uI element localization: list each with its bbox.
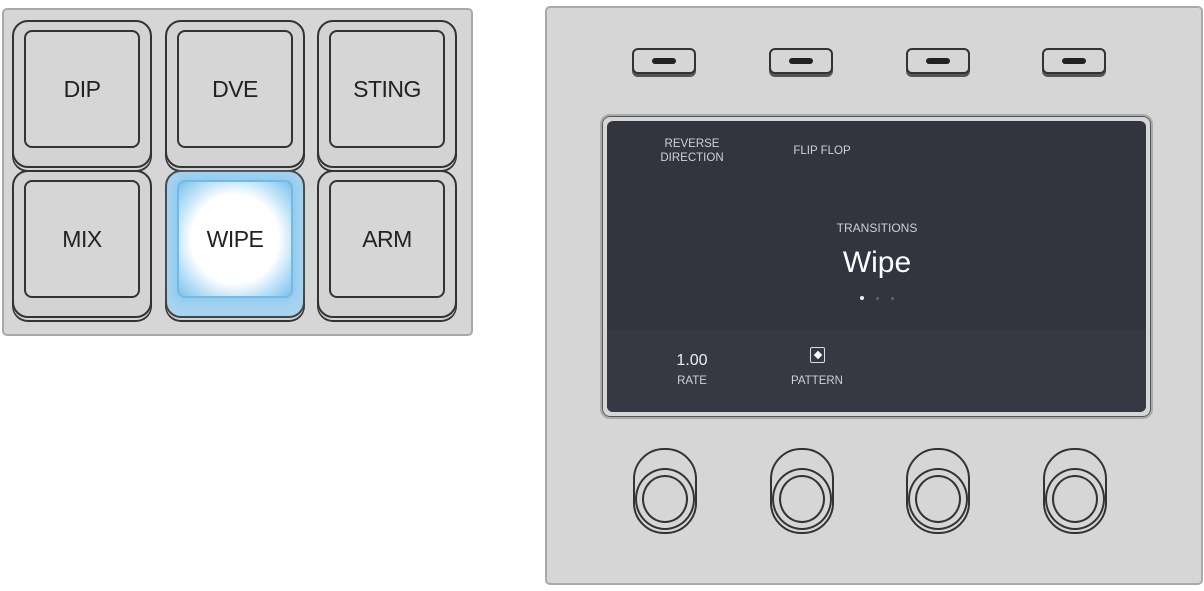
soft-button-2[interactable] xyxy=(769,48,833,74)
key-label: DVE xyxy=(177,30,293,148)
flip-flop-label: FLIP FLOP xyxy=(793,145,851,157)
sting-key[interactable]: STING xyxy=(317,20,457,168)
soft-button-4[interactable] xyxy=(1042,48,1106,74)
key-label: DIP xyxy=(24,30,140,148)
knob-4[interactable] xyxy=(1043,448,1107,534)
button-indicator-icon xyxy=(652,58,676,64)
key-label: STING xyxy=(329,30,445,148)
key-label: MIX xyxy=(24,180,140,298)
wipe-pattern-icon xyxy=(810,347,825,363)
page-dot xyxy=(891,296,894,300)
key-label: WIPE xyxy=(177,180,293,298)
transition-key-panel: DIP DVE STING MIX WIPE ARM xyxy=(2,8,473,336)
menu-value: Wipe xyxy=(842,246,912,279)
button-indicator-icon xyxy=(789,58,813,64)
page-dot-active xyxy=(860,296,864,300)
dip-key[interactable]: DIP xyxy=(12,20,152,168)
menu-label: TRANSITIONS xyxy=(836,221,918,235)
dve-key[interactable]: DVE xyxy=(165,20,305,168)
soft-button-1[interactable] xyxy=(632,48,696,74)
pattern-label: PATTERN xyxy=(791,375,843,387)
knob-3[interactable] xyxy=(906,448,970,534)
rate-knob[interactable] xyxy=(633,448,697,534)
pattern-knob[interactable] xyxy=(770,448,834,534)
key-label: ARM xyxy=(329,180,445,298)
lcd-parameter-strip xyxy=(607,330,1146,412)
rate-value: 1.00 xyxy=(676,352,708,369)
rate-label: RATE xyxy=(677,375,707,387)
page-indicator xyxy=(860,296,894,300)
soft-button-3[interactable] xyxy=(906,48,970,74)
page-dot xyxy=(876,296,879,300)
arm-key[interactable]: ARM xyxy=(317,170,457,318)
button-indicator-icon xyxy=(1062,58,1086,64)
button-indicator-icon xyxy=(926,58,950,64)
wipe-key[interactable]: WIPE xyxy=(165,170,305,318)
mix-key[interactable]: MIX xyxy=(12,170,152,318)
